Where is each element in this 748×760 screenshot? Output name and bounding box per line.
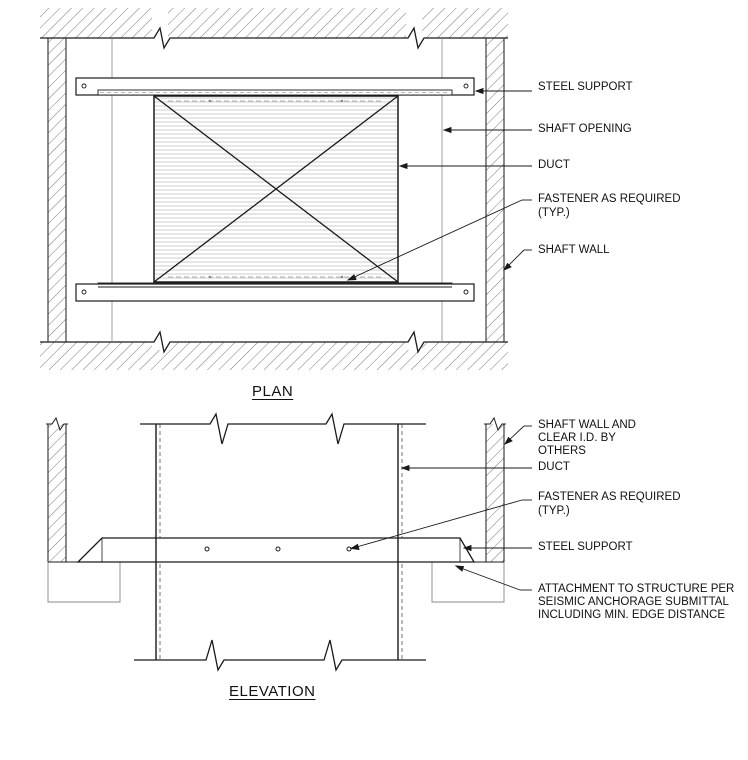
- plan-wall-sides: [47, 37, 505, 343]
- plan-steel-support-bottom: [75, 282, 475, 302]
- plan-wall-top: [40, 8, 508, 50]
- elevation-shaft-wall-right: [484, 416, 506, 562]
- elevation-label-duct: DUCT: [538, 461, 570, 473]
- plan-label-fastener-line1: FASTENER AS REQUIRED: [538, 193, 681, 205]
- elevation-label-shaft-wall-line1: SHAFT WALL AND: [538, 419, 636, 431]
- plan-duct: [153, 95, 399, 283]
- plan-wall-bottom: [40, 330, 508, 370]
- elevation-structure: [47, 561, 505, 603]
- elevation-label-steel-support: STEEL SUPPORT: [538, 541, 633, 553]
- elevation-shaft-wall-left: [46, 416, 68, 562]
- elevation-label-fastener-line1: FASTENER AS REQUIRED: [538, 491, 681, 503]
- elevation-leaders: [349, 425, 532, 591]
- plan-view: [40, 8, 532, 370]
- plan-view-title: PLAN: [252, 383, 294, 400]
- elevation-label-fastener-line2: (TYP.): [538, 505, 570, 517]
- elevation-label-shaft-wall-line2: CLEAR I.D. BY: [538, 432, 616, 444]
- elevation-steel-support: [76, 537, 476, 563]
- elevation-label-shaft-wall-line3: OTHERS: [538, 445, 586, 457]
- plan-label-steel-support: STEEL SUPPORT: [538, 81, 633, 93]
- plan-label-duct: DUCT: [538, 159, 570, 171]
- elevation-label-attachment-line2: SEISMIC ANCHORAGE SUBMITTAL: [538, 596, 729, 608]
- elevation-label-attachment-line1: ATTACHMENT TO STRUCTURE PER: [538, 583, 735, 595]
- plan-leaders: [346, 87, 532, 281]
- elevation-label-attachment-line3: INCLUDING MIN. EDGE DISTANCE: [538, 609, 725, 621]
- elevation-view: [46, 412, 532, 672]
- plan-label-fastener-line2: (TYP.): [538, 207, 570, 219]
- plan-label-shaft-opening: SHAFT OPENING: [538, 123, 632, 135]
- elevation-view-title: ELEVATION: [229, 683, 316, 700]
- plan-label-shaft-wall: SHAFT WALL: [538, 244, 610, 256]
- plan-steel-support-top: [75, 77, 475, 96]
